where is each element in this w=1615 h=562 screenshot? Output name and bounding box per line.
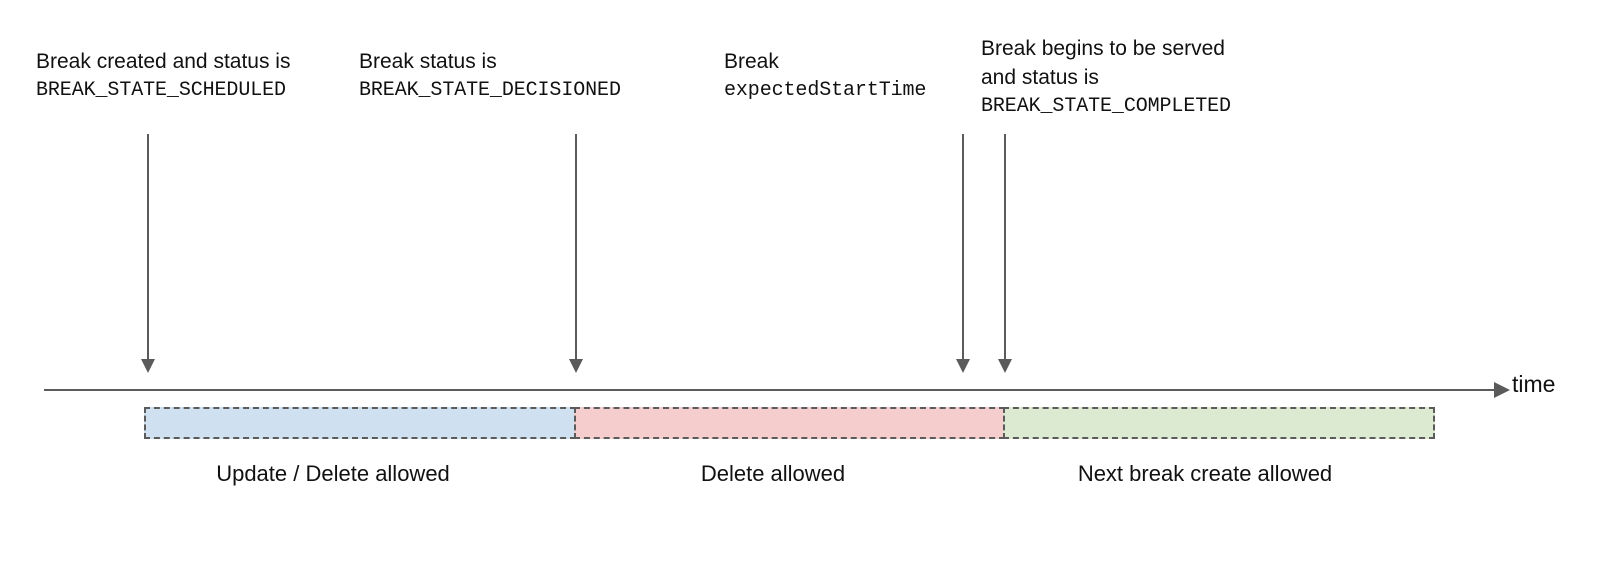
phase-bar-update-delete	[144, 407, 576, 439]
annotation-line-code: BREAK_STATE_DECISIONED	[359, 79, 621, 102]
annotation-label-decisioned: Break status is BREAK_STATE_DECISIONED	[359, 47, 621, 105]
annotation-label-scheduled: Break created and status is BREAK_STATE_…	[36, 47, 290, 105]
arrow-down-icon	[569, 359, 583, 373]
arrow-down-icon	[956, 359, 970, 373]
annotation-line-code: expectedStartTime	[724, 79, 927, 102]
annotation-line: Break	[724, 50, 779, 73]
phase-bar-delete	[574, 407, 1005, 439]
phase-bar-group	[144, 407, 1435, 439]
phase-caption-update-delete: Update / Delete allowed	[216, 461, 450, 486]
annotation-line: Break begins to be served	[981, 37, 1225, 60]
time-axis-label: time	[1512, 371, 1556, 397]
annotation-label-expected-start-time: Break expectedStartTime	[724, 47, 926, 105]
phase-bar-next-break	[1003, 407, 1435, 439]
time-axis-line	[44, 389, 1500, 391]
phase-caption-next-break: Next break create allowed	[1077, 461, 1333, 486]
arrow-down-icon	[141, 359, 155, 373]
annotation-line-code: BREAK_STATE_SCHEDULED	[36, 79, 286, 102]
arrow-right-icon	[1494, 382, 1510, 398]
pointer-arrow-completed	[998, 134, 1012, 373]
annotation-label-completed: Break begins to be served and status is …	[981, 34, 1231, 121]
annotation-line: Break status is	[359, 50, 497, 73]
pointer-arrow-scheduled	[141, 134, 155, 373]
annotation-line: Break created and status is	[36, 50, 291, 73]
phase-caption-delete: Delete allowed	[700, 461, 846, 486]
annotation-line: and status is	[981, 66, 1099, 89]
pointer-arrow-decisioned	[569, 134, 583, 373]
pointer-arrow-expected-start-time	[956, 134, 970, 373]
annotation-line-code: BREAK_STATE_COMPLETED	[981, 95, 1231, 118]
arrow-down-icon	[998, 359, 1012, 373]
